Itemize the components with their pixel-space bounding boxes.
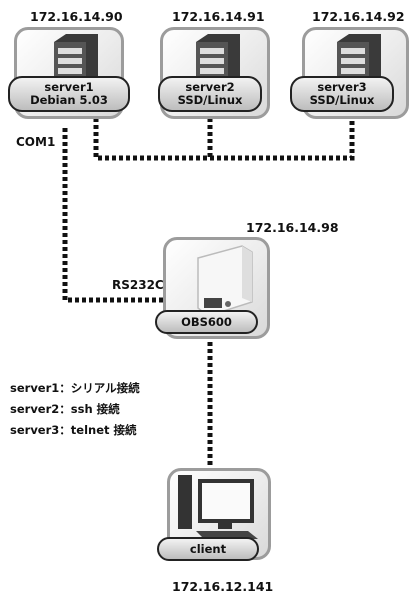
network-bus-line [93,118,355,161]
legend-item-server3: server3：telnet 接続 [10,423,137,437]
client-ip: 172.16.12.141 [172,579,274,594]
serial-line [62,128,205,303]
server1-node: server1 Debian 5.03 [8,27,130,119]
server2-os: SSD/Linux [177,93,243,107]
server2-name: server2 [185,80,235,94]
rs232c-label: RS232C [112,278,164,292]
server3-node: server3 SSD/Linux [290,27,409,119]
obs-ip: 172.16.14.98 [246,220,339,235]
connection-legend: server1：シリアル接続 server2：ssh 接続 server3：te… [10,378,140,441]
server2-node: server2 SSD/Linux [158,27,270,119]
server1-label: server1 Debian 5.03 [8,76,130,112]
legend-item-server2: server2：ssh 接続 [10,402,120,416]
legend-item-server1: server1：シリアル接続 [10,381,140,395]
client-node: client [157,468,271,561]
server1-os: Debian 5.03 [30,93,108,107]
server3-ip: 172.16.14.92 [312,9,405,24]
com1-label: COM1 [16,135,56,149]
client-label: client [157,537,259,561]
server3-name: server3 [317,80,367,94]
server1-name: server1 [44,80,94,94]
server2-label: server2 SSD/Linux [158,76,262,112]
server3-label: server3 SSD/Linux [290,76,394,112]
server3-os: SSD/Linux [309,93,375,107]
server2-ip: 172.16.14.91 [172,9,265,24]
obs600-label: OBS600 [155,310,258,334]
server1-ip: 172.16.14.90 [30,9,123,24]
obs600-node: OBS600 [155,237,270,339]
desktop-computer-icon [178,475,258,539]
obs600-device-icon [197,245,253,317]
